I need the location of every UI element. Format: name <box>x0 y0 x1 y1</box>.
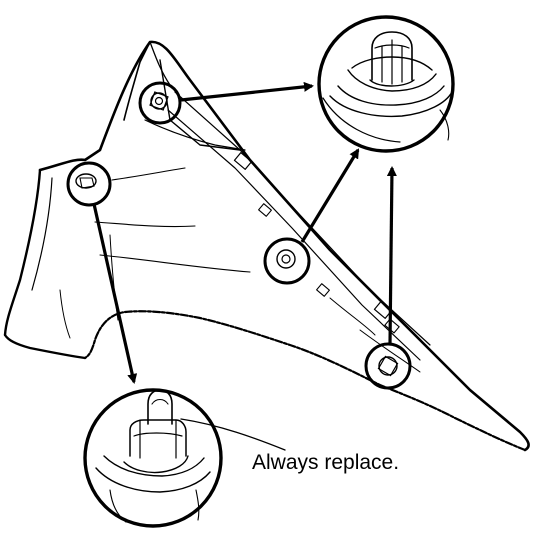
clip-location-middle <box>263 237 311 285</box>
clip-detail-lower <box>83 388 286 528</box>
arrow-top-to-detail <box>180 81 314 102</box>
trim-panel <box>3 40 530 452</box>
arrow-middle-to-detail <box>300 148 360 243</box>
arrow-pillar-to-detail <box>92 203 138 384</box>
clip-location-bottom <box>364 342 412 390</box>
arrows <box>92 81 397 384</box>
clip-location-left-pillar <box>66 161 112 207</box>
arrow-bottom-to-detail <box>386 166 397 345</box>
callout-leader-line <box>180 418 286 451</box>
clip-detail-upper <box>317 15 455 153</box>
always-replace-callout: Always replace. <box>252 451 400 474</box>
clip-location-top <box>138 81 182 125</box>
